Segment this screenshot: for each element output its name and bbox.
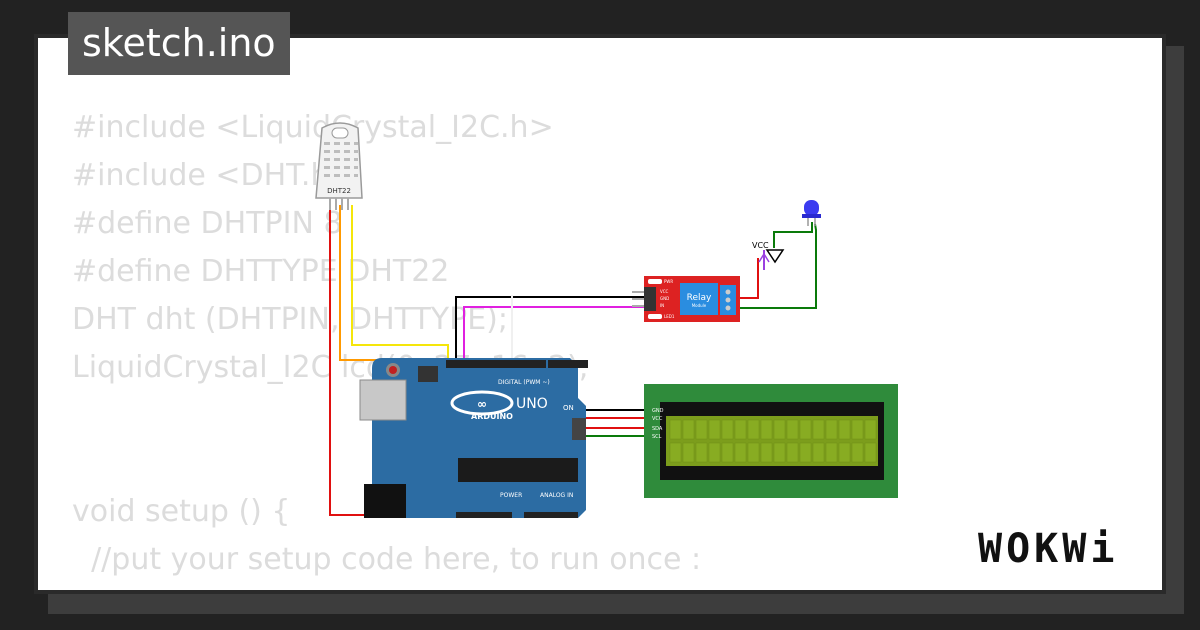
lcd-pin-gnd: GND (652, 408, 664, 414)
wire-led-gnd (773, 222, 813, 248)
wire-dht-gnd (339, 205, 411, 365)
wire-relay-gnd (455, 296, 648, 365)
code-line: #define DHTTYPE DHT22 (72, 254, 450, 289)
lcd-pin-scl: SCL (652, 434, 662, 440)
relay-led1-label: LED1 (664, 314, 675, 319)
relay-pin-gnd: GND (660, 296, 669, 301)
relay-pin-vcc: VCC (660, 289, 669, 294)
lcd-pin-sda: SDA (652, 426, 663, 432)
arduino-power-label: POWER (500, 492, 522, 499)
arduino-brand: ARDUINO (471, 412, 513, 421)
relay-label: Relay (687, 293, 712, 303)
relay-pin-in: IN (660, 303, 664, 308)
preview-card: #include <LiquidCrystal_I2C.h> #include … (34, 34, 1166, 594)
ground-symbol (765, 249, 785, 264)
wire-relay-led (738, 223, 817, 309)
wire-relay-in (463, 306, 648, 365)
lcd-16x2: GND VCC SDA SCL (644, 384, 898, 498)
code-listing: #include <LiquidCrystal_I2C.h> #include … (72, 104, 702, 590)
lcd-pin-vcc: VCC (652, 416, 663, 422)
dht22-label: DHT22 (327, 187, 351, 195)
arduino-uno: ∞ UNO ARDUINO ON DIGITAL (PWM ~) POWER A… (359, 358, 588, 518)
code-line: #define DHTPIN 8 (72, 206, 343, 241)
arduino-digital-label: DIGITAL (PWM ~) (498, 379, 550, 386)
sketch-title-tag: sketch.ino (68, 12, 290, 75)
wokwi-logo: WOKWi (978, 526, 1119, 572)
code-line: //put your setup code here, to run once … (72, 542, 702, 577)
arduino-model: UNO (516, 396, 548, 412)
code-line: void setup () { (72, 494, 291, 529)
wire-dht-data (351, 205, 449, 365)
relay-module: Relay Module PWR LED1 VCC GND IN (632, 276, 740, 322)
arduino-on-label: ON (563, 404, 574, 412)
code-line: #include <LiquidCrystal_I2C.h> (72, 110, 554, 145)
dht22-sensor: DHT22 (315, 122, 363, 210)
relay-sublabel: Module (692, 303, 707, 308)
blue-led (802, 200, 821, 226)
vcc-label: VCC (752, 241, 769, 250)
wire-relay-vcc (738, 258, 759, 299)
arduino-analog-label: ANALOG IN (540, 492, 573, 499)
svg-text:∞: ∞ (477, 397, 487, 411)
vcc-symbol: VCC (752, 241, 770, 263)
relay-pwr-label: PWR (664, 279, 673, 284)
code-line: DHT dht (DHTPIN, DHTTYPE); (72, 302, 508, 337)
